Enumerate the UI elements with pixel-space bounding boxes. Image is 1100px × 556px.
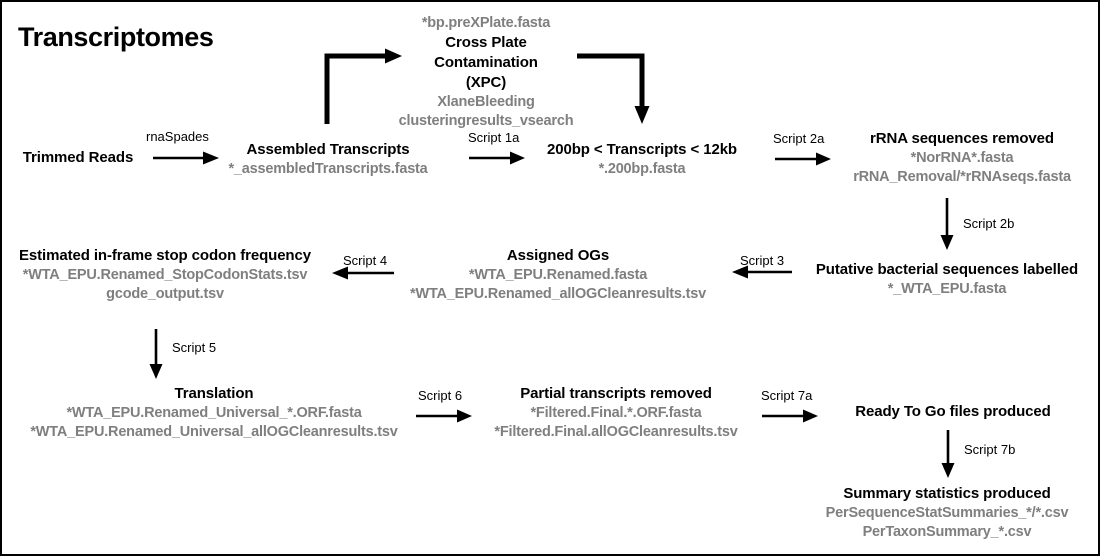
arrow-script-4-left [332, 265, 394, 281]
node-title: Putative bacterial sequences labelled [815, 261, 1079, 278]
node-size-filter: 200bp < Transcripts < 12kb *.200bp.fasta [522, 140, 762, 179]
node-file-0: *WTA_EPU.Renamed_Universal_*.ORF.fasta [66, 404, 362, 421]
edge-label-script-1a: Script 1a [468, 130, 520, 145]
node-title: Ready To Go files produced [855, 403, 1051, 420]
node-ready-to-go: Ready To Go files produced [822, 402, 1084, 422]
arrow-script-5-down [148, 329, 164, 379]
node-file-0: *WTA_EPU.Renamed_StopCodonStats.tsv [22, 266, 308, 283]
node-rrna-removed: rRNA sequences removed *NorRNA*.fasta rR… [830, 129, 1094, 187]
node-title: 200bp < Transcripts < 12kb [547, 141, 737, 158]
node-title: Estimated in-frame stop codon frequency [19, 247, 311, 264]
arrow-script-2b-down [939, 198, 955, 250]
node-title: Assembled Transcripts [246, 141, 410, 158]
edge-label-script-5: Script 5 [172, 340, 217, 355]
node-file-0: *Filtered.Final.*.ORF.fasta [530, 404, 702, 421]
edge-label-rnaspades: rnaSpades [146, 129, 209, 144]
arrow-script-3-left [732, 264, 792, 280]
page-title: Transcriptomes [18, 22, 214, 52]
node-assigned-ogs: Assigned OGs *WTA_EPU.Renamed.fasta *WTA… [392, 246, 724, 304]
node-title: Summary statistics produced [843, 485, 1051, 502]
node-stop-codon-frequency: Estimated in-frame stop codon frequency … [4, 246, 326, 304]
node-file-0: PerSequenceStatSummaries_*/*.csv [825, 504, 1069, 521]
arrow-script-6-right [416, 408, 472, 424]
node-file-1: *Filtered.Final.allOGCleanresults.tsv [494, 423, 738, 440]
node-file-1: PerTaxonSummary_*.csv [862, 523, 1032, 540]
node-file-1: gcode_output.tsv [106, 285, 224, 302]
node-title: rRNA sequences removed [870, 130, 1054, 147]
node-title-line-1: Cross Plate [445, 34, 527, 52]
edge-label-script-7b: Script 7b [964, 442, 1016, 457]
node-title: Partial transcripts removed [520, 385, 712, 402]
node-pre-file: *bp.preXPlate.fasta [421, 15, 551, 31]
node-file-1: *WTA_EPU.Renamed_Universal_allOGCleanres… [30, 423, 398, 440]
edge-label-script-2a: Script 2a [773, 131, 825, 146]
node-file-1: *WTA_EPU.Renamed_allOGCleanresults.tsv [410, 285, 706, 302]
node-trimmed-reads: Trimmed Reads [8, 148, 148, 168]
node-title: Translation [174, 385, 254, 402]
node-title-line-2: Contamination [434, 53, 538, 71]
arrow-script-7b-down [940, 430, 956, 478]
arrow-script-1a-right [469, 150, 525, 166]
node-file-0: *_assembledTranscripts.fasta [228, 160, 428, 177]
edge-label-script-7a: Script 7a [761, 388, 813, 403]
arrow-script-2a-right [775, 151, 831, 167]
arrow-script-7a-right [762, 408, 818, 424]
node-file-1: rRNA_Removal/*rRNAseqs.fasta [853, 168, 1071, 185]
node-title-line-3: (XPC) [465, 73, 507, 91]
edge-label-script-3: Script 3 [740, 253, 785, 268]
node-partial-transcripts-removed: Partial transcripts removed *Filtered.Fi… [470, 384, 762, 442]
arrow-rnaspades-right [153, 150, 219, 166]
edge-label-script-6: Script 6 [418, 388, 463, 403]
node-file-0: XlaneBleeding [437, 93, 535, 110]
node-assembled-transcripts: Assembled Transcripts *_assembledTranscr… [200, 140, 456, 179]
node-title: Assigned OGs [506, 247, 610, 264]
edge-label-script-4: Script 4 [343, 253, 388, 268]
node-translation: Translation *WTA_EPU.Renamed_Universal_*… [4, 384, 424, 442]
node-bacterial-labelled: Putative bacterial sequences labelled *_… [802, 260, 1092, 299]
node-title: Trimmed Reads [22, 149, 134, 166]
node-file-0: *NorRNA*.fasta [910, 149, 1014, 166]
edge-label-script-2b: Script 2b [963, 216, 1015, 231]
node-file-0: *.200bp.fasta [598, 160, 686, 177]
arrow-xpc-out-elbow [577, 46, 657, 124]
node-summary-statistics: Summary statistics produced PerSequenceS… [802, 484, 1092, 542]
node-file-0: *WTA_EPU.Renamed.fasta [468, 266, 648, 283]
node-file-1: clusteringresults_vsearch [398, 112, 574, 129]
arrow-xpc-in-elbow [322, 46, 402, 124]
node-cross-plate-contamination: *bp.preXPlate.fasta Cross Plate Contamin… [395, 14, 577, 131]
node-file-0: *_WTA_EPU.fasta [887, 280, 1007, 297]
